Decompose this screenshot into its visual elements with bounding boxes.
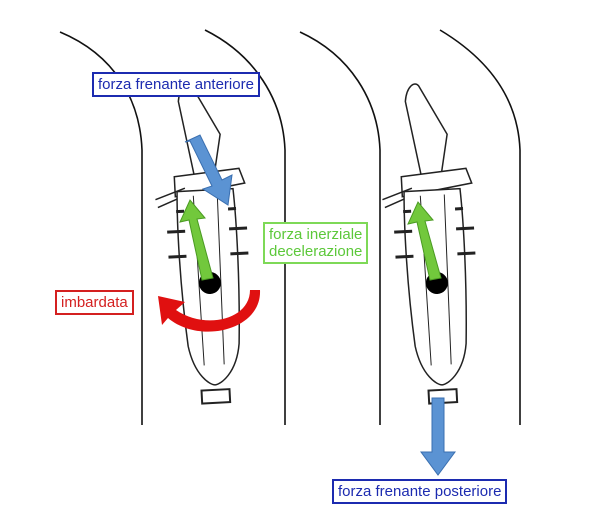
yaw-arrow <box>158 290 261 332</box>
inertial-label-line1: forza inerziale <box>269 226 363 243</box>
front-brake-arrow <box>184 134 233 206</box>
inertia-arrow-right <box>407 201 442 281</box>
rear-brake-label: forza frenante posteriore <box>332 479 508 504</box>
inertia-arrow-left <box>179 199 214 281</box>
rear-brake-arrow <box>420 397 456 476</box>
yaw-label: imbardata <box>55 290 134 315</box>
inertial-label-line2: decelerazione <box>269 243 363 260</box>
inertial-deceleration-label: forza inerziale decelerazione <box>263 222 369 264</box>
front-brake-label: forza frenante anteriore <box>92 72 260 97</box>
